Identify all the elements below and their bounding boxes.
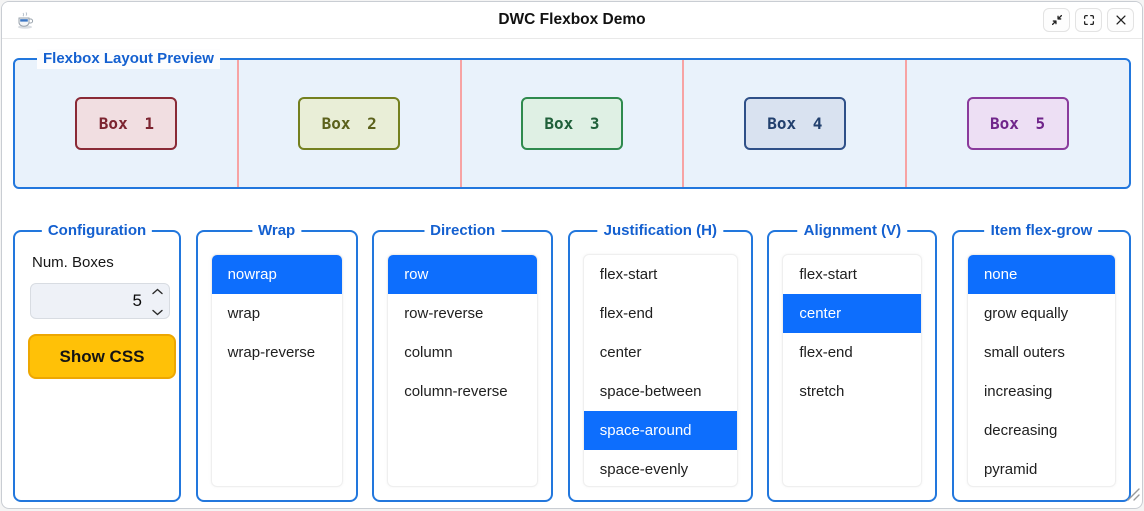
list-item-column-reverse[interactable]: column-reverse (404, 383, 508, 400)
list-item-wrap-reverse[interactable]: wrap-reverse (227, 344, 316, 361)
alignment-legend: Alignment (V) (797, 221, 908, 241)
preview-box-1: Box 1 (75, 97, 178, 150)
list-item-flex-start[interactable]: flex-start (599, 266, 658, 283)
flexbox-preview-panel: Flexbox Layout Preview Box 1 Box 2 Box 3… (13, 49, 1131, 189)
list-item-space-evenly[interactable]: space-evenly (599, 461, 689, 478)
close-button[interactable] (1107, 8, 1134, 32)
alignment-panel: Alignment (V) flex-start center flex-end… (767, 221, 938, 502)
list-item-increasing[interactable]: increasing (983, 383, 1053, 400)
list-item-row-reverse[interactable]: row-reverse (404, 305, 484, 322)
panels-row: Configuration Num. Boxes 5 Show CSS Wrap (13, 221, 1131, 502)
direction-listbox: row row-reverse column column-reverse (387, 254, 539, 487)
restore-button[interactable] (1043, 8, 1070, 32)
preview-legend: Flexbox Layout Preview (37, 49, 220, 69)
list-item-nowrap[interactable]: nowrap (211, 255, 342, 294)
restore-icon (1050, 13, 1064, 27)
java-cup-icon (15, 10, 35, 30)
chevron-down-icon[interactable] (152, 303, 163, 321)
list-item-grow-equally[interactable]: grow equally (983, 305, 1069, 322)
list-item-stretch[interactable]: stretch (799, 383, 845, 400)
preview-box-2: Box 2 (298, 97, 401, 150)
spinner-buttons (152, 282, 163, 321)
num-boxes-value: 5 (132, 291, 142, 310)
list-item-space-between[interactable]: space-between (599, 383, 702, 400)
justification-panel: Justification (H) flex-start flex-end ce… (567, 221, 753, 502)
list-item-none[interactable]: none (967, 255, 1115, 294)
preview-boxes-container: Box 1 Box 2 Box 3 Box 4 Box 5 (15, 60, 1129, 187)
justification-legend: Justification (H) (597, 221, 723, 241)
item-flex-grow-listbox: none grow equally small outers increasin… (966, 254, 1116, 487)
item-flex-grow-legend: Item flex-grow (984, 221, 1099, 241)
direction-legend: Direction (424, 221, 502, 241)
alignment-listbox: flex-start center flex-end stretch (782, 254, 923, 487)
wrap-panel: Wrap nowrap wrap wrap-reverse (195, 221, 358, 502)
list-item-flex-end[interactable]: flex-end (599, 305, 654, 322)
window-title: DWC Flexbox Demo (498, 11, 646, 28)
configuration-legend: Configuration (41, 221, 153, 241)
preview-box-4: Box 4 (743, 97, 846, 150)
list-item-center[interactable]: center (599, 344, 642, 361)
list-item-small-outers[interactable]: small outers (983, 344, 1065, 361)
wrap-listbox: nowrap wrap wrap-reverse (210, 254, 343, 487)
show-css-button[interactable]: Show CSS (28, 334, 176, 379)
column-separator (905, 60, 908, 187)
list-item-flex-end[interactable]: flex-end (799, 344, 853, 361)
resize-grip-icon[interactable] (1126, 487, 1140, 506)
item-flex-grow-panel: Item flex-grow none grow equally small o… (951, 221, 1131, 502)
list-item-space-around[interactable]: space-around (583, 411, 737, 450)
list-item-flex-start[interactable]: flex-start (799, 266, 857, 283)
column-separator (459, 60, 462, 187)
chevron-up-icon[interactable] (152, 282, 163, 300)
configuration-panel: Configuration Num. Boxes 5 Show CSS (13, 221, 181, 502)
preview-box-5: Box 5 (966, 97, 1069, 150)
close-icon (1114, 13, 1128, 27)
wrap-legend: Wrap (251, 221, 302, 241)
list-item-pyramid[interactable]: pyramid (983, 461, 1038, 478)
justification-listbox: flex-start flex-end center space-between… (582, 254, 738, 487)
maximize-button[interactable] (1075, 8, 1102, 32)
column-separator (236, 60, 239, 187)
title-bar: DWC Flexbox Demo (2, 2, 1142, 39)
list-item-row[interactable]: row (388, 255, 538, 294)
column-separator (682, 60, 685, 187)
list-item-wrap[interactable]: wrap (227, 305, 261, 322)
preview-box-3: Box 3 (520, 97, 623, 150)
num-boxes-label: Num. Boxes (32, 254, 114, 271)
window-controls (1043, 8, 1134, 32)
maximize-icon (1082, 13, 1096, 27)
list-item-center[interactable]: center (783, 294, 922, 333)
direction-panel: Direction row row-reverse column column-… (372, 221, 554, 502)
list-item-column[interactable]: column (404, 344, 453, 361)
list-item-decreasing[interactable]: decreasing (983, 422, 1058, 439)
num-boxes-spinner[interactable]: 5 (30, 283, 170, 319)
